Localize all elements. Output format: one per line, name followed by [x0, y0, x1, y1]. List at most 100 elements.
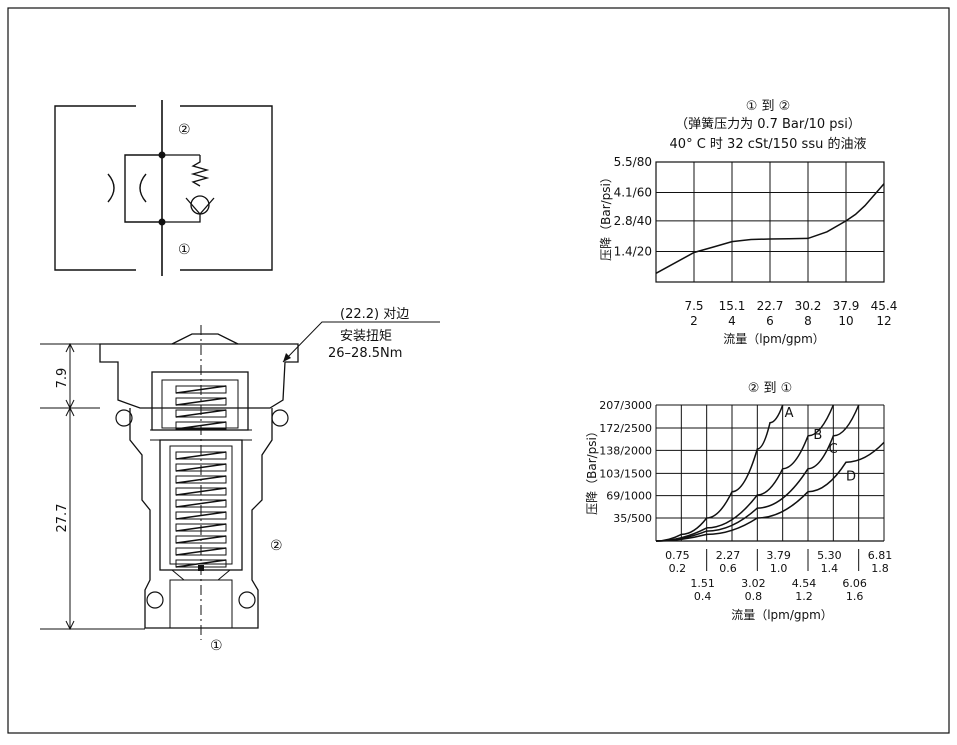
spring-coil [175, 487, 227, 496]
hex-size-label: (22.2) 对边 [340, 307, 409, 322]
check-line [162, 214, 201, 223]
spring-coil-wire [175, 463, 227, 472]
chart2-x-tick-lpm: 2.27 [716, 549, 741, 562]
hydraulic-symbol: ② ① [54, 100, 273, 276]
chart2-x-tick-lpm: 3.79 [766, 549, 791, 562]
spring-coil-wire [175, 499, 227, 508]
spring-coil [175, 511, 227, 520]
spring-coil-wire [175, 451, 227, 460]
chart1-x-tick-gpm: 10 [838, 314, 853, 328]
port-1-label: ① [210, 638, 223, 654]
spring-coil-wire [175, 385, 227, 394]
o-ring [146, 591, 164, 609]
chart2-x-tick-gpm: 1.6 [846, 590, 864, 603]
spring-coil [175, 463, 227, 472]
chart1-subtitle-2: 40° C 时 32 cSt/150 ssu 的油液 [670, 136, 867, 152]
chart1-y-tick: 2.8/40 [614, 214, 652, 228]
dim-arrows [65, 406, 75, 631]
port-1-label: ① [178, 242, 191, 258]
leader-arrow [283, 353, 291, 362]
chart2-y-tick: 172/2500 [599, 422, 652, 435]
springs [175, 385, 227, 568]
spring-coil [175, 547, 227, 556]
chart1-subtitle-1: （弹簧压力为 0.7 Bar/10 psi） [675, 116, 861, 132]
spring-coil-wire [175, 511, 227, 520]
spring-coil [175, 499, 227, 508]
chart2-grid [655, 404, 885, 542]
chart-1-to-2: ① 到 ② （弹簧压力为 0.7 Bar/10 psi） 40° C 时 32 … [599, 99, 897, 346]
chart2-x-tick-gpm: 0.6 [719, 562, 737, 575]
spring-coil [175, 535, 227, 544]
chart2-ylabel: 压降（Bar/psi） [585, 425, 599, 515]
spring-coil [175, 421, 227, 430]
cartridge-section-view: 7.9 27.7 (22.2) 对边 安装扭矩 26–28.5Nm ② ① [40, 307, 440, 654]
chart2-x-tick-gpm: 1.2 [795, 590, 813, 603]
chart2-series-A [655, 404, 784, 542]
port-2-label: ② [270, 538, 283, 554]
upper-spring-cage [161, 379, 239, 429]
spring-coil [175, 385, 227, 394]
o-ring [115, 409, 133, 427]
chart1-x-tick-lpm: 7.5 [684, 299, 703, 313]
spring-coil-wire [175, 409, 227, 418]
spring-coil-wire [175, 475, 227, 484]
port-2-label: ② [178, 122, 191, 138]
torque-label: 安装扭矩 [340, 329, 392, 344]
chart2-x-tick-lpm: 1.51 [690, 577, 715, 590]
chart-2-to-1: ② 到 ① 压降（Bar/psi） 流量（lpm/gpm） 35/500 69/1… [585, 381, 892, 622]
chart1-y-tick: 4.1/60 [614, 186, 652, 200]
chart1-y-tick: 5.5/80 [614, 155, 652, 169]
spring-coil-wire [175, 397, 227, 406]
chart2-y-tick: 103/1500 [599, 467, 652, 480]
spring-coil-wire [175, 421, 227, 430]
check-seat-icon [185, 197, 215, 215]
chart2-x-tick-gpm: 0.2 [669, 562, 687, 575]
chart1-ylabel: 压降（Bar/psi） [599, 171, 613, 261]
chart1-x-tick-lpm: 22.7 [757, 299, 784, 313]
chart2-x-tick-lpm: 0.75 [665, 549, 690, 562]
adjuster-cap [171, 333, 239, 345]
spring-coil [175, 451, 227, 460]
chart2-x-tick-lpm: 6.06 [842, 577, 867, 590]
spring-coil [175, 475, 227, 484]
chart2-series-label: B [813, 428, 822, 443]
chart1-xlabel: 流量（lpm/gpm） [723, 332, 825, 346]
chart2-x-tick-gpm: 0.4 [694, 590, 712, 603]
chart1-x-tick-lpm: 30.2 [795, 299, 822, 313]
spring-coil [175, 523, 227, 532]
dim-7-9-label: 7.9 [55, 368, 70, 389]
orifice-left-arc [107, 173, 115, 203]
chart2-y-tick: 35/500 [613, 512, 652, 525]
chart2-x-tick-lpm: 6.81 [868, 549, 893, 562]
leader-line [282, 321, 440, 363]
spring-coil-wire [175, 535, 227, 544]
symbol-pilot-line [124, 154, 162, 223]
spring-coil [175, 409, 227, 418]
spring-coil-wire [175, 559, 227, 568]
chart2-title: ② 到 ① [748, 381, 793, 396]
chart1-x-tick-gpm: 12 [876, 314, 891, 328]
spring-coil-wire [175, 547, 227, 556]
chart2-x-tick-lpm: 5.30 [817, 549, 842, 562]
chart1-series-line [655, 183, 885, 274]
chart1-x-tick-gpm: 4 [728, 314, 736, 328]
spring-icon [162, 154, 210, 187]
spring-coil [175, 397, 227, 406]
chart1-title: ① 到 ② [746, 99, 791, 114]
chart2-y-tick: 69/1000 [606, 490, 652, 503]
chart2-series-C [655, 404, 860, 542]
chart2-x-tick-lpm: 3.02 [741, 577, 766, 590]
spring-coil-wire [175, 523, 227, 532]
chart2-series-B [655, 404, 834, 542]
chart2-xlabel: 流量（lpm/gpm） [731, 608, 833, 622]
chart1-x-tick-gpm: 6 [766, 314, 774, 328]
chart1-series [655, 183, 885, 274]
orifice-right-arc [139, 173, 147, 203]
chart2-x-tick-gpm: 0.8 [745, 590, 763, 603]
symbol-envelope [54, 105, 273, 271]
chart1-x-tick-lpm: 45.4 [871, 299, 898, 313]
